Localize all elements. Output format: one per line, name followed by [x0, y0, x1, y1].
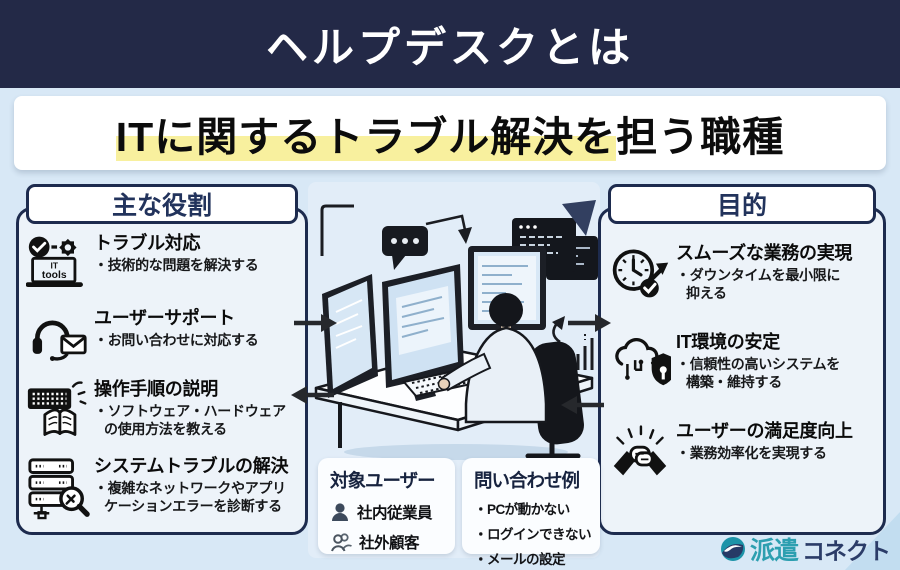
- headline-highlighted-text: ITに関するトラブル解決を: [115, 103, 617, 163]
- roles-list: IT tools トラブル対応 ・技術的な問題を解決する: [24, 231, 308, 520]
- purpose-item-smooth-work: スムーズな業務の実現 ・ダウンタイムを最小限に 抑える: [606, 241, 886, 303]
- target-user-label: 社内従業員: [357, 505, 433, 522]
- target-user-label: 社外顧客: [359, 535, 420, 552]
- haken-connect-logo: 派遣 コネクト: [720, 531, 891, 567]
- inquiry-example: ・ログインできない: [474, 527, 592, 542]
- target-user-internal: 社内従業員: [330, 501, 445, 523]
- role-detail: ・お問い合わせに対応する: [94, 331, 259, 348]
- purpose-detail: ・業務効率化を実現する: [676, 444, 827, 461]
- role-detail: ・複雑なネットワークやアプリ: [94, 479, 286, 496]
- person-filled-icon: [332, 503, 348, 521]
- role-detail: の使用方法を教える: [104, 421, 227, 438]
- purpose-panel-title: 目的: [716, 192, 767, 220]
- purpose-title: IT環境の安定: [676, 332, 780, 352]
- role-title: トラブル対応: [94, 233, 201, 253]
- role-item-trouble: IT tools トラブル対応 ・技術的な問題を解決する: [24, 231, 308, 293]
- purpose-panel-header: 目的: [608, 184, 876, 224]
- role-item-support: ユーザーサポート ・お問い合わせに対応する: [24, 306, 308, 364]
- headset-mail-icon: [24, 306, 92, 364]
- roles-panel-title: 主な役割: [111, 192, 212, 220]
- purpose-title: ユーザーの満足度向上: [676, 421, 853, 441]
- purpose-detail: 抑える: [686, 285, 727, 302]
- purpose-list: スムーズな業務の実現 ・ダウンタイムを最小限に 抑える IT環境の安定: [606, 241, 886, 479]
- helpdesk-worker-illustration: [314, 200, 598, 460]
- headline-rest-text: 担う職種: [616, 114, 785, 160]
- purpose-title: スムーズな業務の実現: [676, 243, 853, 263]
- inquiry-example: ・メールの設定: [474, 552, 566, 567]
- page-title: ヘルプデスクとは: [265, 23, 634, 71]
- headline-bar: ITに関するトラブル解決を担う職種: [14, 96, 886, 170]
- it-tools-check-gear-icon: IT tools: [24, 231, 92, 293]
- keyboard-book-icon: [24, 377, 92, 441]
- roles-panel-header: 主な役割: [26, 184, 298, 224]
- target-users-box: 対象ユーザー 社内従業員 社外顧客: [318, 458, 455, 554]
- role-detail: ・技術的な問題を解決する: [94, 256, 259, 273]
- top-banner: ヘルプデスクとは: [0, 0, 900, 88]
- people-outline-icon: [331, 533, 352, 552]
- role-title: システムトラブルの解決: [94, 456, 289, 476]
- arrow-center-to-roles-icon: [291, 386, 334, 404]
- purpose-panel: [598, 207, 886, 535]
- role-item-instruction: 操作手順の説明 ・ソフトウェア・ハードウェア の使用方法を教える: [24, 377, 308, 441]
- logo-text-connect: コネクト: [802, 538, 891, 564]
- arrow-purpose-to-center-icon: [561, 396, 604, 414]
- purpose-item-satisfaction: ユーザーの満足度向上 ・業務効率化を実現する: [606, 419, 886, 479]
- purpose-detail: ・ダウンタイムを最小限に: [676, 266, 841, 283]
- purpose-detail: 構築・維持する: [686, 374, 782, 391]
- role-detail: ケーションエラーを診断する: [104, 498, 282, 515]
- target-user-external: 社外顧客: [330, 531, 445, 553]
- icon-label-tools: tools: [42, 270, 67, 281]
- clock-check-arrow-icon: [606, 241, 674, 303]
- inquiry-example: ・PCが動かない: [474, 502, 570, 517]
- arrow-roles-to-center-icon: [294, 314, 337, 332]
- inquiry-examples-title: 問い合わせ例: [474, 470, 580, 491]
- purpose-item-it-stability: IT環境の安定 ・信頼性の高いシステムを 構築・維持する: [606, 330, 886, 392]
- target-users-title: 対象ユーザー: [330, 470, 436, 491]
- role-title: ユーザーサポート: [94, 308, 235, 328]
- server-search-icon: [24, 454, 92, 520]
- role-title: 操作手順の説明: [94, 379, 218, 399]
- handshake-icon: [606, 419, 674, 479]
- icon-label-it: IT: [50, 261, 58, 271]
- purpose-detail: ・信頼性の高いシステムを: [676, 355, 840, 372]
- cloud-network-shield-icon: [606, 330, 674, 392]
- inquiry-examples-box: 問い合わせ例 ・PCが動かない ・ログインできない ・メールの設定: [462, 458, 600, 567]
- role-detail: ・ソフトウェア・ハードウェア: [94, 402, 286, 419]
- logo-text-haken: 派遣: [749, 537, 799, 565]
- haken-connect-mark-icon: [720, 537, 745, 561]
- arrow-center-to-purpose-icon: [568, 314, 611, 332]
- role-item-system-trouble: システムトラブルの解決 ・複雑なネットワークやアプリ ケーションエラーを診断する: [24, 454, 308, 520]
